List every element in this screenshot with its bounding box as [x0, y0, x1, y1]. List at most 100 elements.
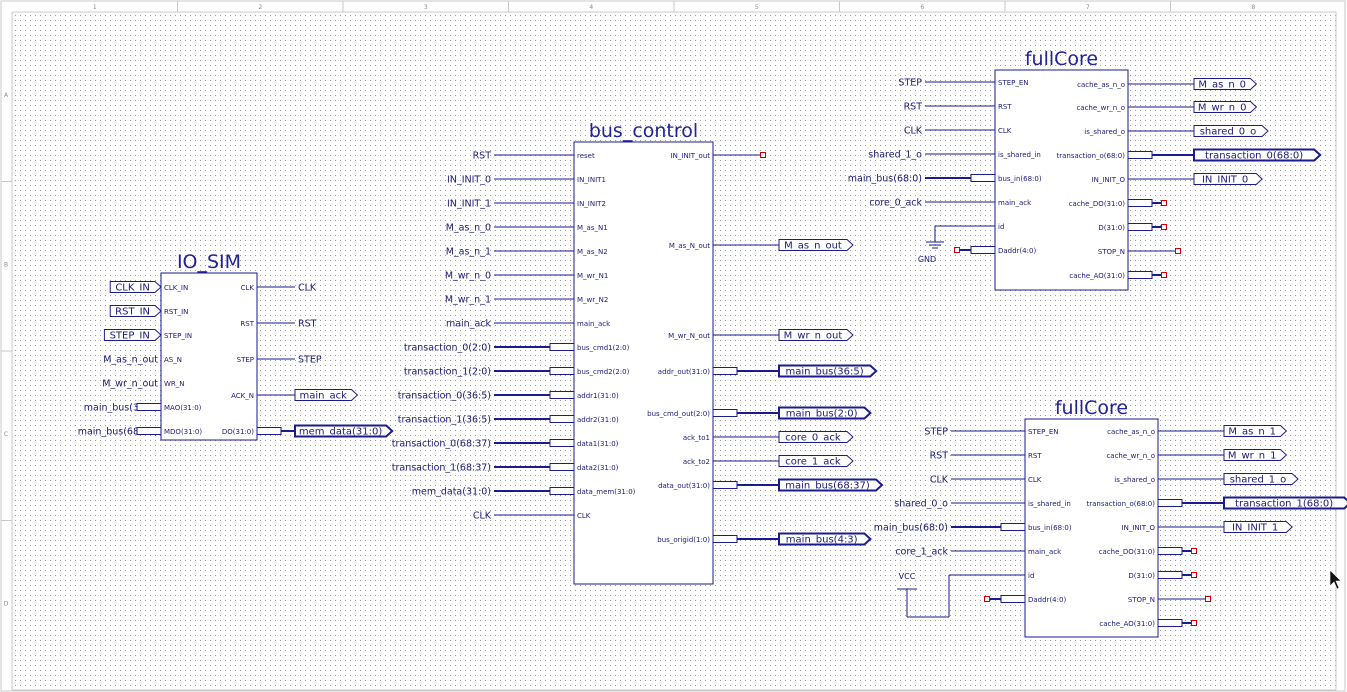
net-label: transaction_0(2:0)	[404, 343, 491, 354]
pin-label: M_as_N2	[577, 248, 608, 256]
port-core-1-ack[interactable]	[778, 455, 854, 467]
pin-label: RST	[1028, 452, 1042, 460]
block-body[interactable]	[160, 272, 258, 441]
pin-label: bus_cmd1(2:0)	[577, 344, 630, 352]
port-in-init-0[interactable]	[1193, 173, 1263, 185]
net-label: core_1_ack	[895, 547, 948, 558]
pin-label: cache_AO(31:0)	[1069, 272, 1125, 280]
pin-label: STEP_EN	[998, 79, 1029, 87]
block-title: fullCore	[1055, 397, 1128, 419]
pin-label: bus_cmd_out(2:0)	[647, 410, 710, 418]
block-body[interactable]	[1024, 418, 1159, 638]
pin-label: main_ack	[1028, 548, 1062, 556]
pin-label: cache_DO(31:0)	[1099, 548, 1156, 556]
pin-label: STEP_EN	[1028, 428, 1059, 436]
pin-label: M_wr_N_out	[668, 332, 710, 340]
pin-label: M_as_N1	[577, 224, 608, 232]
pin-label: transaction_o(68:0)	[1056, 152, 1125, 160]
block-io-sim[interactable]: IO_SIMCLK_INRST_INSTEP_INAS_NM_as_n_outW…	[78, 251, 322, 441]
port-label: main_bus(68:37)	[785, 481, 870, 492]
port-rst-in[interactable]	[109, 305, 162, 317]
block-body[interactable]	[994, 69, 1129, 291]
port-main-ack[interactable]	[294, 389, 359, 401]
ruler-column-label: 7	[1086, 4, 1090, 11]
bus-pin	[712, 481, 738, 489]
block-bus-control[interactable]: bus_controlresetRSTIN_INIT1IN_INIT_0IN_I…	[392, 120, 779, 585]
port-shared-0-o[interactable]	[1193, 125, 1269, 137]
port-transaction-0-68-0[interactable]	[1193, 148, 1322, 162]
pin-label: reset	[577, 152, 595, 160]
net-label: RST	[473, 151, 492, 162]
port-main-bus-4-3[interactable]	[778, 532, 872, 546]
net-label: CLK	[904, 126, 923, 137]
net-label: IN_INIT_1	[447, 199, 491, 210]
net-label: mem_data(31:0)	[412, 487, 491, 498]
mouse-cursor-icon	[1329, 569, 1342, 590]
bus-pin	[1000, 595, 1026, 603]
pin-label: cache_wr_n_o	[1076, 104, 1125, 112]
port-m-as-n-out[interactable]	[778, 239, 854, 251]
port-main-bus-2-0[interactable]	[778, 406, 872, 420]
pin-label: IN_INIT2	[577, 200, 606, 208]
no-connect-marker	[1191, 620, 1197, 626]
block-title: IO_SIM	[177, 251, 241, 273]
port-label: shared_0_o	[1200, 127, 1257, 138]
pin-label: M_wr_N2	[577, 296, 608, 304]
pin-label: RST_IN	[164, 308, 188, 316]
port-in-init-1[interactable]	[1223, 521, 1293, 533]
net-label: IN_INIT_0	[447, 175, 491, 186]
bus-pin	[549, 439, 575, 447]
port-main-bus-68-37[interactable]	[778, 478, 884, 492]
port-shared-1-o[interactable]	[1223, 473, 1299, 485]
pin-label: IN_INIT_O	[1122, 524, 1156, 532]
port-mem-data-31-0[interactable]	[294, 424, 394, 438]
net-label: M_wr_n_1	[445, 295, 491, 306]
port-m-as-n-1[interactable]	[1223, 425, 1288, 437]
port-label: M_as_n_0	[1198, 80, 1246, 91]
port-m-as-n-0[interactable]	[1193, 78, 1258, 90]
pin-label: bus_cmd2(2:0)	[577, 368, 630, 376]
pin-label: MAO(31:0)	[164, 404, 202, 412]
pin-label: ACK_N	[231, 392, 254, 400]
ruler-column-label: 6	[920, 4, 924, 11]
port-main-bus-36-5[interactable]	[778, 364, 878, 378]
port-label: mem_data(31:0)	[299, 427, 383, 438]
net-label: transaction_0(36:5)	[398, 391, 491, 402]
power-label: VCC	[899, 572, 916, 581]
pin-label: data1(31:0)	[577, 440, 619, 448]
port-label: M_as_n_out	[784, 241, 842, 252]
bus-pin	[549, 391, 575, 399]
port-m-wr-n-out[interactable]	[778, 329, 854, 341]
block-full-core-0[interactable]: fullCoreSTEP_ENSTEPRSTRSTCLKCLKis_shared…	[848, 48, 1194, 291]
pin-label: STEP_IN	[164, 332, 192, 340]
pin-label: data_mem(31:0)	[577, 488, 636, 496]
net-label: transaction_0(68:37)	[392, 439, 491, 450]
block-body[interactable]	[573, 141, 714, 585]
port-transaction-1-68-0[interactable]	[1223, 496, 1347, 510]
pin-label: data_out(31:0)	[658, 482, 710, 490]
pin-label: RST	[240, 320, 254, 328]
pin-label: cache_as_n_o	[1107, 428, 1155, 436]
pin-label: RST	[998, 103, 1012, 111]
port-label: M_wr_n_1	[1228, 451, 1277, 462]
block-full-core-1[interactable]: fullCoreSTEP_ENSTEPRSTRSTCLKCLKis_shared…	[874, 397, 1224, 638]
pin-label: is_shared_in	[998, 151, 1041, 159]
port-step-in[interactable]	[103, 329, 162, 341]
no-connect-marker	[1191, 548, 1197, 554]
port-core-0-ack[interactable]	[778, 431, 854, 443]
port-m-wr-n-1[interactable]	[1223, 449, 1288, 461]
net-label: RST	[930, 451, 949, 462]
net-label: main_ack	[446, 319, 492, 330]
pin-label: D(31:0)	[1128, 572, 1155, 580]
net-label: transaction_1(2:0)	[404, 367, 491, 378]
bus-pin	[549, 487, 575, 495]
port-label: IN_INIT_1	[1232, 523, 1278, 534]
port-label: shared_1_o	[1230, 475, 1287, 486]
port-label: main_bus(2:0)	[786, 409, 858, 420]
pin-label: cache_AO(31:0)	[1099, 620, 1155, 628]
bus-pin	[1157, 619, 1183, 627]
port-clk-in[interactable]	[109, 281, 162, 293]
port-m-wr-n-0[interactable]	[1193, 101, 1258, 113]
